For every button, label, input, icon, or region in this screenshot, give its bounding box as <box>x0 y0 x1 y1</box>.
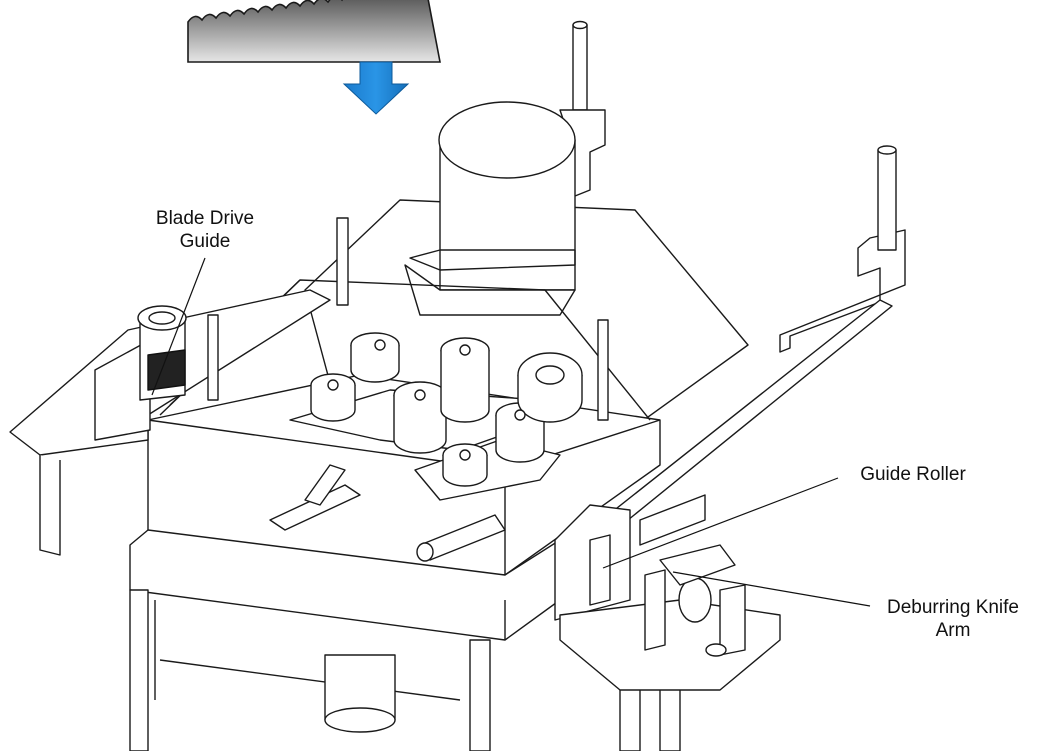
blade-drive-guide-line1: Blade Drive <box>155 208 255 229</box>
blade-drive-guide-label: Blade Drive Guide <box>140 207 270 253</box>
leader-lines <box>151 257 871 607</box>
leader-blade-drive-guide <box>151 257 206 396</box>
saw-blade <box>187 0 441 63</box>
deburring-knife-arm-line2: Arm <box>935 620 971 641</box>
down-arrow-icon <box>342 61 410 115</box>
deburring-knife-arm-label: Deburring Knife Arm <box>858 596 1043 642</box>
guide-roller-label: Guide Roller <box>838 463 988 486</box>
blade-drive-guide-line2: Guide <box>179 231 231 252</box>
leader-guide-roller <box>602 477 839 569</box>
leader-deburring-knife-arm <box>672 571 871 607</box>
deburring-knife-arm-line1: Deburring Knife <box>886 597 1020 618</box>
machine-drawing <box>9 20 906 751</box>
guide-roller-text: Guide Roller <box>860 464 966 485</box>
